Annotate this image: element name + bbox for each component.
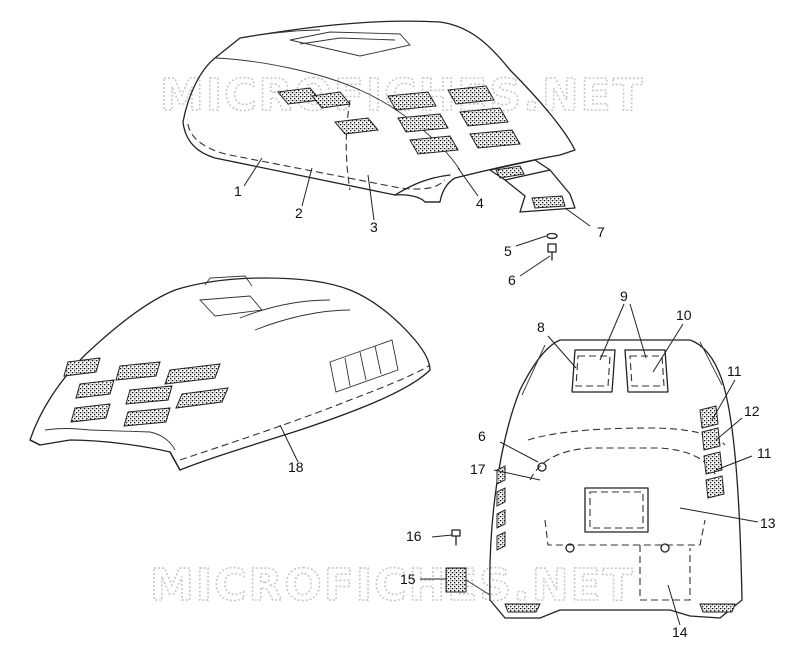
callout-8: 8 [537,319,545,335]
callout-17: 17 [470,461,486,477]
callout-12: 12 [744,403,760,419]
callout-9: 9 [620,288,628,304]
callout-11b: 11 [757,445,772,461]
callout-2: 2 [295,205,303,221]
callout-16: 16 [406,528,422,544]
watermark-bottom: MICROFICHES.NET [150,560,635,611]
hood-front-view [29,275,431,471]
callout-11a: 11 [727,363,742,379]
callout-15: 15 [400,571,416,587]
callout-4: 4 [476,195,484,211]
callout-10: 10 [676,307,692,323]
callout-1: 1 [234,183,242,199]
callout-5: 5 [504,243,512,259]
callout-13: 13 [760,515,776,531]
callouts: 1 2 3 4 5 6 7 8 9 10 11 12 11 6 17 13 16… [234,183,776,640]
callout-14: 14 [672,624,688,640]
callout-7: 7 [597,224,605,240]
leader-lines [243,157,759,626]
callout-3: 3 [370,219,378,235]
hood-underside-view [445,339,743,619]
hood-top-view [182,20,576,261]
callout-6a: 6 [508,272,516,288]
callout-18: 18 [288,459,304,475]
callout-6b: 6 [478,428,486,444]
